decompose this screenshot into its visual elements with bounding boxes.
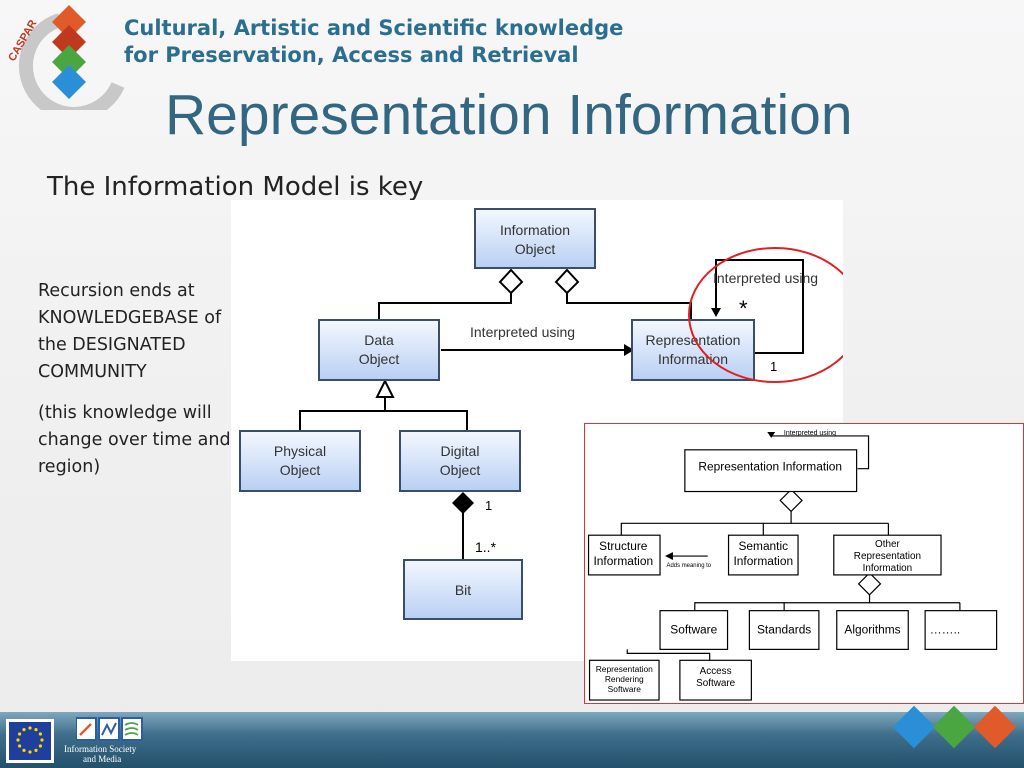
representation-information-label-1: Representation (646, 332, 741, 348)
ri-interpreted-using-label: Interpreted using (784, 430, 836, 437)
change-note: (this knowledge will change over time an… (38, 403, 231, 477)
representation-information-diagram: Interpreted using Representation Informa… (584, 423, 1024, 704)
aggregation-diamond-left (498, 268, 524, 295)
other-ri-box (833, 534, 942, 576)
subtitle: The Information Model is key (47, 172, 424, 202)
data-object-box: Data Object (318, 319, 440, 381)
interpreted-using-self-label: Interpreted using (713, 270, 818, 286)
representation-information-box: Representation Information (631, 319, 755, 381)
data-object-label-1: Data (364, 332, 394, 348)
access-software-box (679, 659, 752, 701)
structure-information-box (587, 534, 661, 576)
rendering-software-box (588, 659, 660, 701)
other-ri-label-1: Other (875, 539, 900, 550)
adds-meaning-label: Adds meaning to (667, 563, 712, 569)
digital-object-label-2: Object (440, 462, 481, 478)
access-label-1: Access (700, 666, 732, 677)
information-object-label-2: Object (515, 241, 556, 257)
semantic-label-2: Information (734, 554, 794, 568)
other-ri-label-2: Representation (854, 551, 921, 562)
semantic-information-box (727, 534, 799, 576)
standards-box (748, 610, 820, 650)
footer-orange-diamond (973, 705, 1017, 749)
software-label: Software (670, 622, 717, 636)
ri-main-box (684, 449, 858, 493)
bit-label: Bit (455, 582, 471, 598)
other-ri-label-3: Information (863, 563, 913, 574)
physical-object-label-2: Object (280, 462, 321, 478)
data-object-label-2: Object (359, 351, 400, 367)
eu-flag-icon (6, 719, 54, 763)
access-label-2: Software (696, 678, 736, 689)
highlight-circle (688, 247, 843, 383)
physical-object-label-1: Physical (274, 443, 326, 459)
logo-ring (18, 13, 125, 110)
many-multiplicity: * (739, 296, 748, 321)
header-line-2: for Preservation, Access and Retrieval (124, 43, 579, 67)
structure-label-1: Structure (599, 539, 648, 553)
information-society-line1: Information Society (64, 744, 137, 754)
recursion-note: Recursion ends at KNOWLEDGEBASE of the D… (38, 281, 222, 382)
ri-breakdown-diamond (779, 488, 803, 513)
information-object-label-1: Information (500, 222, 570, 238)
bit-multiplicity: 1..* (475, 539, 497, 555)
ellipsis-label: …….. (930, 622, 960, 636)
footer-diamonds (892, 705, 1017, 749)
information-society-logo-icon (76, 717, 143, 741)
aggregation-diamond-right (554, 268, 580, 295)
footer-blue-diamond (892, 705, 936, 749)
digital-object-box: Digital Object (399, 430, 521, 492)
other-ri-diamond (857, 572, 882, 596)
ri-main-label: Representation Information (698, 460, 842, 474)
information-object-box: Information Object (474, 208, 596, 269)
composition-diamond (452, 492, 474, 514)
information-society-line2: and Media (83, 754, 122, 764)
interpreted-using-label: Interpreted using (470, 324, 575, 340)
digital-multiplicity-one: 1 (485, 498, 492, 513)
rendering-label-1: Representation (596, 664, 653, 674)
standards-label: Standards (757, 622, 811, 636)
rendering-label-3: Software (608, 684, 642, 694)
algorithms-box (836, 610, 909, 650)
footer-green-diamond (932, 705, 976, 749)
physical-object-box: Physical Object (239, 430, 361, 492)
semantic-label-1: Semantic (738, 539, 788, 553)
representation-information-label-2: Information (658, 351, 728, 367)
bit-box: Bit (403, 559, 523, 620)
header-line-1: Cultural, Artistic and Scientific knowle… (124, 16, 624, 40)
digital-object-label-1: Digital (441, 443, 480, 459)
rendering-label-2: Rendering (605, 674, 644, 684)
caspar-logo: CASPAR (6, 5, 125, 110)
structure-label-2: Information (594, 554, 654, 568)
page-title: Representation Information (165, 83, 853, 147)
ellipsis-box (924, 610, 998, 650)
ri-multiplicity-one: 1 (770, 359, 777, 374)
footer-bar (0, 712, 1024, 768)
logo-blue-diamond (52, 65, 86, 99)
algorithms-label: Algorithms (844, 622, 900, 636)
software-box (659, 610, 729, 650)
